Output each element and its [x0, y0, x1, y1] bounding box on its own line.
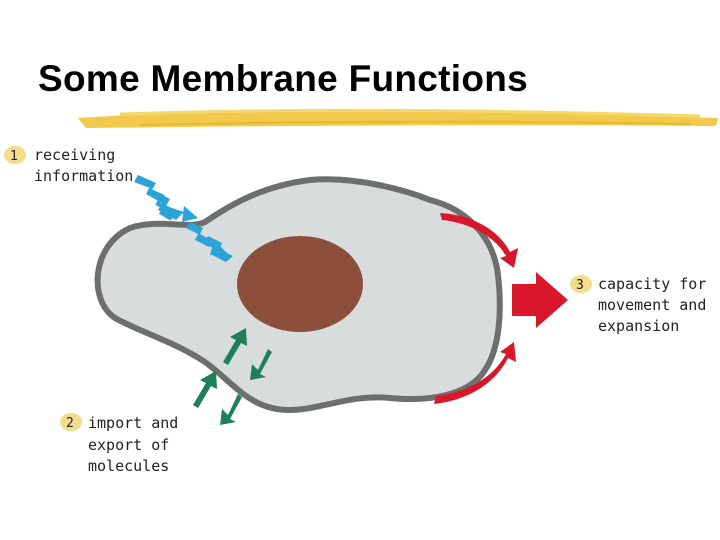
slide-title: Some Membrane Functions — [38, 58, 529, 99]
label-2-line-3: molecules — [88, 457, 169, 475]
number-3: 3 — [576, 278, 584, 293]
number-badge-1 — [4, 146, 26, 164]
label-3-line-1: capacity for — [598, 275, 706, 293]
number-2: 2 — [66, 416, 74, 431]
number-1: 1 — [10, 149, 18, 164]
label-2-line-1: import and — [88, 414, 178, 432]
label-1-line-2: information — [34, 167, 133, 185]
label-receiving-information: 1 receiving information — [4, 146, 133, 185]
label-3-line-2: movement and — [598, 296, 706, 314]
nucleus — [237, 236, 363, 332]
number-badge-3 — [570, 275, 592, 293]
label-movement-expansion: 3 capacity for movement and expansion — [570, 275, 706, 335]
label-1-line-1: receiving — [34, 146, 115, 164]
transport-arrows — [193, 328, 272, 425]
movement-arrows — [434, 213, 568, 404]
title-underline — [78, 108, 718, 128]
number-badge-2 — [60, 413, 82, 431]
label-3-line-3: expansion — [598, 317, 679, 335]
label-2-line-2: export of — [88, 436, 169, 454]
signal-arrows — [134, 175, 233, 262]
label-import-export: 2 import and export of molecules — [60, 413, 178, 475]
